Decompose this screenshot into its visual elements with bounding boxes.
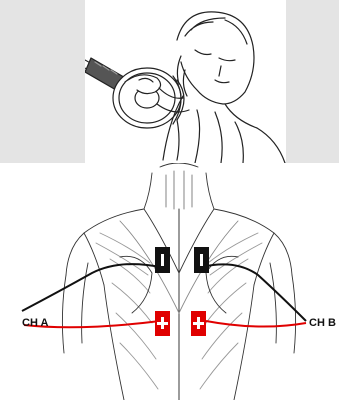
electrode-black-left — [155, 247, 170, 273]
channel-a-wire — [22, 264, 160, 311]
channel-b-label: CH B — [309, 317, 336, 329]
electrode-black-right — [194, 247, 209, 273]
massager-illustration-panel — [85, 0, 286, 163]
electrode-red-right — [191, 311, 206, 336]
back-muscles-diagram — [0, 163, 339, 400]
electrode-placement-panel: CH A CH B — [0, 163, 339, 400]
electrode-red-left — [155, 311, 170, 336]
channel-b-wire — [202, 264, 306, 321]
massager-illustration — [85, 0, 286, 163]
channel-a-label: CH A — [22, 317, 48, 329]
channel-b-red-wire — [206, 321, 306, 327]
